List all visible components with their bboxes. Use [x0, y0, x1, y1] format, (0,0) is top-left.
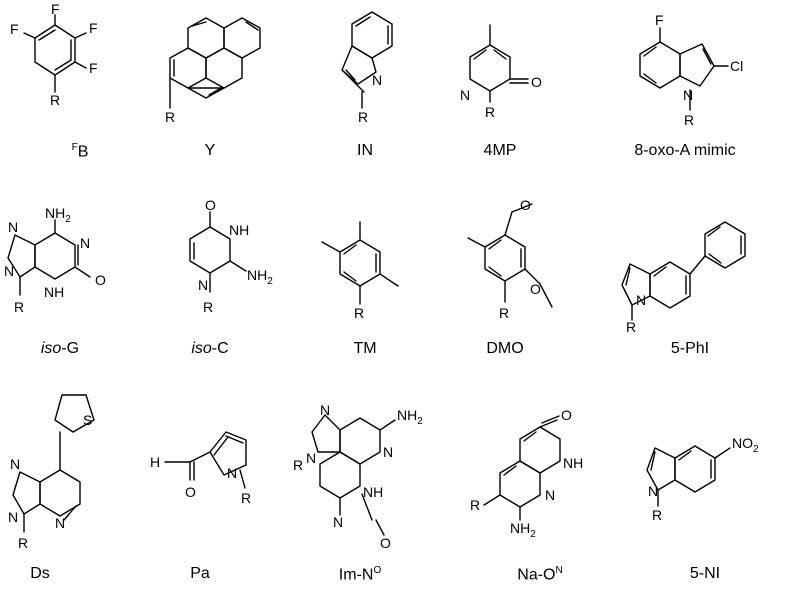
atom-n: N	[545, 487, 555, 503]
atom-n: N	[320, 402, 330, 418]
caption-5ni: 5-NI	[689, 565, 721, 582]
caption-5phi: 5-PhI	[670, 340, 710, 357]
atom-r: R	[14, 299, 24, 315]
atom-r: R	[241, 490, 251, 506]
atom-no2: NO2	[732, 435, 759, 455]
caption-ds: Ds	[30, 565, 50, 582]
atom-r: R	[470, 497, 480, 513]
caption-pa: Pa	[190, 565, 210, 582]
caption-4mp: 4MP	[483, 142, 517, 159]
atom-n: N	[306, 450, 316, 466]
atom-nh2: NH2	[510, 520, 536, 540]
atom-o: O	[530, 281, 541, 297]
atom-n: N	[80, 235, 90, 251]
atom-o: O	[205, 197, 216, 213]
atom-n: N	[198, 277, 208, 293]
atom-f: F	[51, 1, 60, 17]
atom-o: O	[531, 74, 542, 90]
atom-n: N	[8, 219, 18, 235]
caption-isoc: iso-C	[191, 340, 229, 357]
caption-y: Y	[204, 142, 216, 159]
structure-imno	[311, 414, 396, 536]
caption-8oxo: 8-oxo-A mimic	[634, 142, 736, 159]
atom-nh2: NH2	[45, 205, 71, 225]
atom-nh: NH	[563, 455, 583, 471]
caption-imno: Im-NO	[338, 565, 382, 584]
structure-5phi	[621, 221, 746, 321]
atom-r: R	[485, 104, 495, 120]
caption-isog: iso-G	[40, 340, 80, 357]
atom-nh2: NH2	[397, 407, 423, 427]
atom-o: O	[561, 407, 572, 423]
caption-fb: FB	[71, 142, 89, 161]
structure-ds	[12, 394, 95, 533]
atom-r: R	[626, 319, 636, 335]
atom-s: S	[83, 412, 92, 428]
atom-h: H	[150, 454, 160, 470]
atom-n: N	[460, 87, 470, 103]
atom-n: N	[648, 483, 658, 499]
atom-n: N	[4, 263, 14, 279]
atom-f: F	[89, 60, 98, 76]
atom-o: O	[185, 484, 196, 500]
atom-cl: Cl	[730, 58, 743, 74]
atom-r: R	[165, 109, 175, 125]
atom-o: O	[520, 197, 531, 213]
atom-n: N	[227, 465, 237, 481]
atom-n: N	[55, 515, 65, 531]
structure-isog	[7, 219, 91, 296]
structure-dmo	[467, 203, 553, 308]
structure-8oxo	[639, 27, 729, 111]
atom-n: N	[383, 444, 393, 460]
structure-4mp	[469, 24, 529, 103]
atom-r: R	[18, 535, 28, 551]
atom-o: O	[95, 272, 106, 288]
atom-r: R	[50, 92, 60, 108]
structure-5ni	[646, 445, 731, 507]
structure-naon	[483, 415, 561, 521]
atom-nh: NH	[44, 284, 64, 300]
atom-nh: NH	[363, 484, 383, 500]
atom-f: F	[89, 20, 98, 36]
atom-r: R	[652, 507, 662, 523]
atom-r: R	[684, 112, 694, 128]
caption-in: IN	[357, 142, 373, 159]
caption-tm: TM	[353, 340, 377, 357]
atom-n: N	[683, 87, 693, 103]
atom-f: F	[655, 12, 664, 28]
structure-isoc	[189, 211, 247, 293]
atom-r: R	[354, 305, 364, 321]
atom-n: N	[372, 72, 382, 88]
caption-naon: Na-ON	[517, 565, 563, 584]
atom-f: F	[10, 21, 19, 37]
structure-fb	[23, 14, 87, 93]
structure-pa	[164, 431, 247, 489]
atom-n: N	[636, 292, 646, 308]
caption-dmo: DMO	[486, 340, 524, 357]
atom-n: N	[10, 456, 20, 472]
structure-tm	[321, 221, 399, 305]
structure-y	[169, 17, 261, 109]
structure-in	[341, 11, 393, 109]
atom-nh: NH	[229, 222, 249, 238]
atom-r: R	[203, 299, 213, 315]
atom-n: N	[333, 514, 343, 530]
atom-r: R	[293, 457, 303, 473]
atom-nh2: NH2	[247, 267, 273, 287]
atom-r: R	[358, 109, 368, 125]
atom-r: R	[499, 305, 509, 321]
atom-o: O	[380, 535, 391, 551]
atom-n: N	[8, 509, 18, 525]
